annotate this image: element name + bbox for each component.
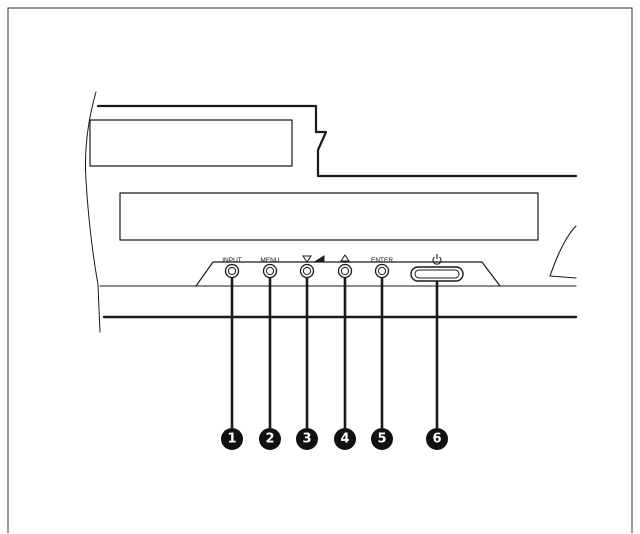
down-arrow-brightness-icon bbox=[302, 255, 325, 263]
svg-text:6: 6 bbox=[432, 432, 441, 447]
button-up[interactable] bbox=[337, 263, 353, 279]
enter-label: ENTER bbox=[371, 257, 393, 264]
callout-4: 4 bbox=[334, 428, 356, 450]
button-input[interactable] bbox=[224, 263, 240, 279]
power-button[interactable] bbox=[410, 266, 464, 282]
svg-text:1: 1 bbox=[227, 432, 236, 447]
callout-1: 1 bbox=[221, 428, 243, 450]
control-strip bbox=[195, 261, 501, 287]
monitor-body bbox=[85, 91, 578, 333]
callout-6: 6 bbox=[426, 428, 448, 450]
upper-panel-recess bbox=[89, 119, 293, 167]
svg-text:5: 5 bbox=[377, 432, 386, 447]
svg-text:3: 3 bbox=[302, 432, 311, 447]
leader-lines bbox=[230, 271, 439, 428]
power-icon bbox=[432, 254, 442, 265]
button-menu[interactable] bbox=[262, 263, 278, 279]
up-arrow-icon bbox=[340, 254, 350, 263]
callout-2: 2 bbox=[259, 428, 281, 450]
right-side-detail bbox=[549, 225, 577, 279]
button-down[interactable] bbox=[299, 263, 315, 279]
display-window bbox=[119, 192, 539, 241]
callout-3: 3 bbox=[296, 428, 318, 450]
input-label: INPUT bbox=[222, 257, 242, 264]
svg-text:4: 4 bbox=[340, 432, 349, 447]
svg-text:2: 2 bbox=[265, 432, 274, 447]
page-frame bbox=[7, 7, 633, 533]
button-enter[interactable] bbox=[374, 263, 390, 279]
callout-5: 5 bbox=[371, 428, 393, 450]
menu-label: MENU bbox=[260, 257, 279, 264]
